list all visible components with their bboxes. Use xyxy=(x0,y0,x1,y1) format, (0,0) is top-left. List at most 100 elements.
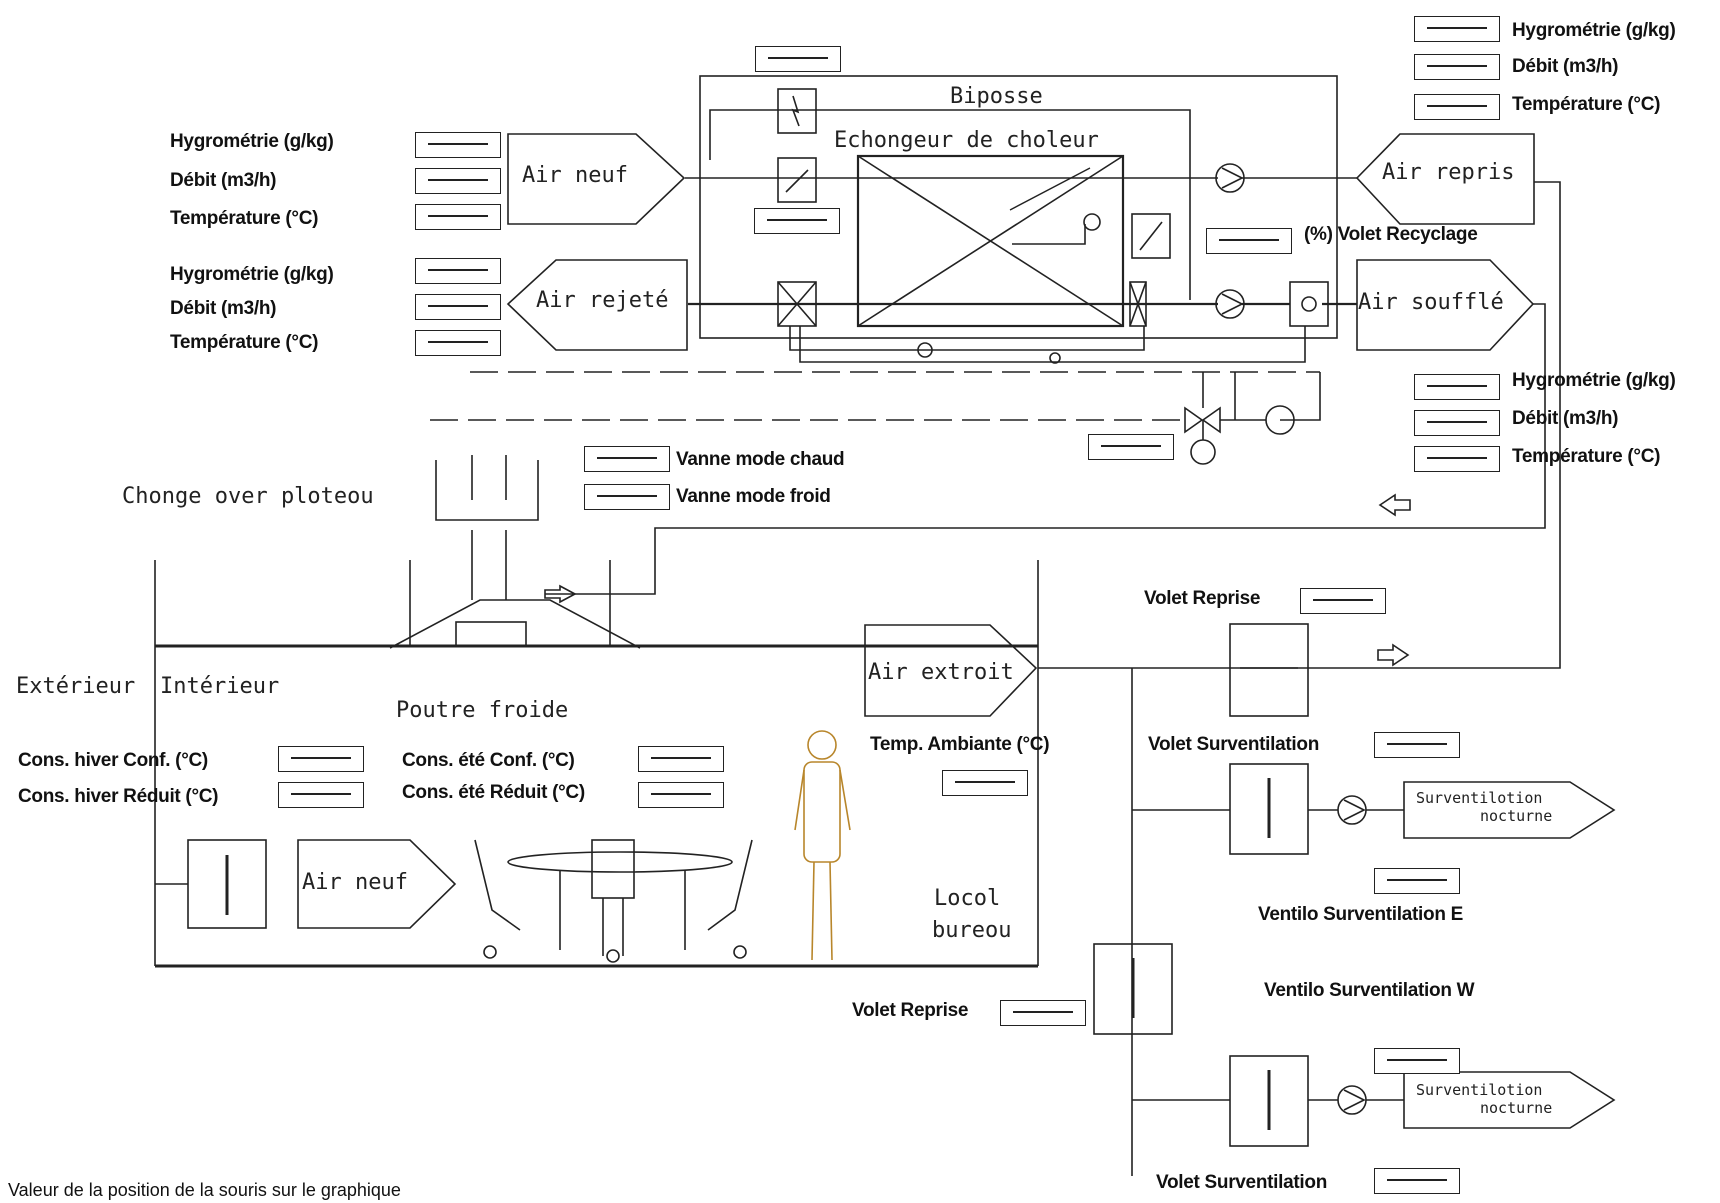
label-air-neuf: Air neuf xyxy=(522,163,628,188)
volet-surv-1-value[interactable] xyxy=(1374,732,1460,758)
neuf-temp-value[interactable] xyxy=(415,204,501,230)
frost-filter xyxy=(1129,281,1147,327)
soufle-hygro-value[interactable] xyxy=(1414,374,1500,400)
label-exterieur: Extérieur xyxy=(16,674,136,699)
vanne-chaud-value[interactable] xyxy=(584,446,670,472)
air-rejete-outlet xyxy=(506,259,688,351)
label-top-hygro: Hygrométrie (g/kg) xyxy=(1512,20,1676,41)
top-temp-value[interactable] xyxy=(1414,94,1500,120)
ventilo-e-value[interactable] xyxy=(1374,868,1460,894)
cons-hiver-conf-value[interactable] xyxy=(278,746,364,772)
meeting-table xyxy=(507,851,733,873)
supply-fan xyxy=(1215,289,1245,319)
volet-reprise-2-value[interactable] xyxy=(1000,1000,1086,1026)
rejete-debit-value[interactable] xyxy=(415,294,501,320)
label-volet-reprise-1: Volet Reprise xyxy=(1144,588,1261,609)
air-neuf-damper xyxy=(777,157,817,203)
rejete-hygro-value[interactable] xyxy=(415,258,501,284)
volet-reprise-1-value[interactable] xyxy=(1300,588,1386,614)
label-biposse: Biposse xyxy=(950,84,1043,109)
bypass-damper-top xyxy=(777,88,817,134)
label-poutre-froide: Poutre froide xyxy=(396,698,569,723)
volet-reprise-1-damper xyxy=(1229,623,1309,717)
label-neuf-hygro: Hygrométrie (g/kg) xyxy=(170,131,334,152)
label-ventilo-w: Ventilo Surventilation W xyxy=(1264,980,1475,1001)
volet-surv-1-damper xyxy=(1229,763,1309,855)
cons-hiver-red-value[interactable] xyxy=(278,782,364,808)
top-bypass-value[interactable] xyxy=(755,46,841,72)
person-figure xyxy=(794,730,851,961)
mouse-value-readout: Valeur de la position de la souris sur l… xyxy=(8,1180,401,1200)
label-cons-hiver-conf: Cons. hiver Conf. (°C) xyxy=(18,750,208,771)
surv-fan-2 xyxy=(1337,1085,1367,1115)
volet-surv-2-value[interactable] xyxy=(1374,1168,1460,1194)
three-way-valve xyxy=(1184,406,1204,434)
valve-position-value[interactable] xyxy=(1088,434,1174,460)
label-vanne-chaud: Vanne mode chaud xyxy=(676,449,845,470)
label-change-over: Chonge over ploteou xyxy=(122,484,374,509)
label-air-neuf-local: Air neuf xyxy=(302,870,408,895)
air-extrait-outlet xyxy=(864,624,1038,717)
cons-ete-conf-value[interactable] xyxy=(638,746,724,772)
top-hygro-value[interactable] xyxy=(1414,16,1500,42)
label-soufle-debit: Débit (m3/h) xyxy=(1512,408,1619,429)
label-cons-ete-red: Cons. été Réduit (°C) xyxy=(402,782,585,803)
label-neuf-temp: Température (°C) xyxy=(170,208,319,229)
label-ventilo-e: Ventilo Surventilation E xyxy=(1258,904,1464,925)
label-cons-ete-conf: Cons. été Conf. (°C) xyxy=(402,750,575,771)
label-volet-surv-1: Volet Surventilation xyxy=(1148,734,1320,755)
label-local: Locol xyxy=(934,886,1001,911)
soufle-temp-value[interactable] xyxy=(1414,446,1500,472)
bypass-duct xyxy=(709,109,1191,300)
label-vanne-froid: Vanne mode froid xyxy=(676,486,831,507)
label-surv-1a: Surventilotion xyxy=(1416,789,1543,807)
label-neuf-debit: Débit (m3/h) xyxy=(170,170,277,191)
air-repris-inlet xyxy=(1355,133,1535,225)
label-volet-reprise-2: Volet Reprise xyxy=(852,1000,969,1021)
label-air-rejete: Air rejeté xyxy=(536,288,669,313)
ventilo-w-value[interactable] xyxy=(1374,1048,1460,1074)
label-volet-surv-2: Volet Surventilation xyxy=(1156,1172,1328,1193)
rejete-temp-value[interactable] xyxy=(415,330,501,356)
neuf-debit-value[interactable] xyxy=(415,168,501,194)
top-debit-value[interactable] xyxy=(1414,54,1500,80)
supply-coil xyxy=(1289,281,1329,327)
soufle-debit-value[interactable] xyxy=(1414,410,1500,436)
label-rejete-temp: Température (°C) xyxy=(170,332,319,353)
cons-ete-red-value[interactable] xyxy=(638,782,724,808)
label-bureau: bureou xyxy=(932,918,1012,943)
label-surv-1b: nocturne xyxy=(1480,807,1553,825)
label-rejete-debit: Débit (m3/h) xyxy=(170,298,277,319)
label-interieur: Intérieur xyxy=(160,674,280,699)
label-echangeur: Echongeur de choleur xyxy=(834,128,1099,153)
label-air-repris: Air repris xyxy=(1382,160,1515,185)
cold-beam xyxy=(389,599,641,649)
surv-fan-1 xyxy=(1337,795,1367,825)
label-soufle-hygro: Hygrométrie (g/kg) xyxy=(1512,370,1676,391)
label-air-souffle: Air soufflé xyxy=(1358,290,1504,315)
label-soufle-temp: Température (°C) xyxy=(1512,446,1661,467)
label-cons-hiver-red: Cons. hiver Réduit (°C) xyxy=(18,786,219,807)
vanne-froid-value[interactable] xyxy=(584,484,670,510)
surv-outlet-2 xyxy=(1403,1071,1616,1129)
volet-surv-2-damper xyxy=(1229,1055,1309,1147)
label-recyclage: (%) Volet Recyclage xyxy=(1304,224,1478,245)
label-surv-2b: nocturne xyxy=(1480,1099,1553,1117)
extract-fan xyxy=(1215,163,1245,193)
label-temp-ambiante: Temp. Ambiante (°C) xyxy=(870,734,1050,755)
neuf-hygro-value[interactable] xyxy=(415,132,501,158)
temp-ambiante-value[interactable] xyxy=(942,770,1028,796)
recyclage-value[interactable] xyxy=(1206,228,1292,254)
local-damper xyxy=(187,839,267,929)
volet-reprise-2-damper xyxy=(1093,943,1173,1035)
label-surv-2a: Surventilotion xyxy=(1416,1081,1543,1099)
ahu-casing xyxy=(699,75,1338,339)
surv-outlet-1 xyxy=(1403,781,1616,839)
heat-exchanger xyxy=(856,154,1125,328)
label-top-debit: Débit (m3/h) xyxy=(1512,56,1619,77)
pre-heat-coil xyxy=(777,281,817,327)
air-neuf-local-inlet xyxy=(297,839,457,929)
neuf-damper-value[interactable] xyxy=(754,208,840,234)
air-souffle-outlet xyxy=(1356,259,1535,351)
